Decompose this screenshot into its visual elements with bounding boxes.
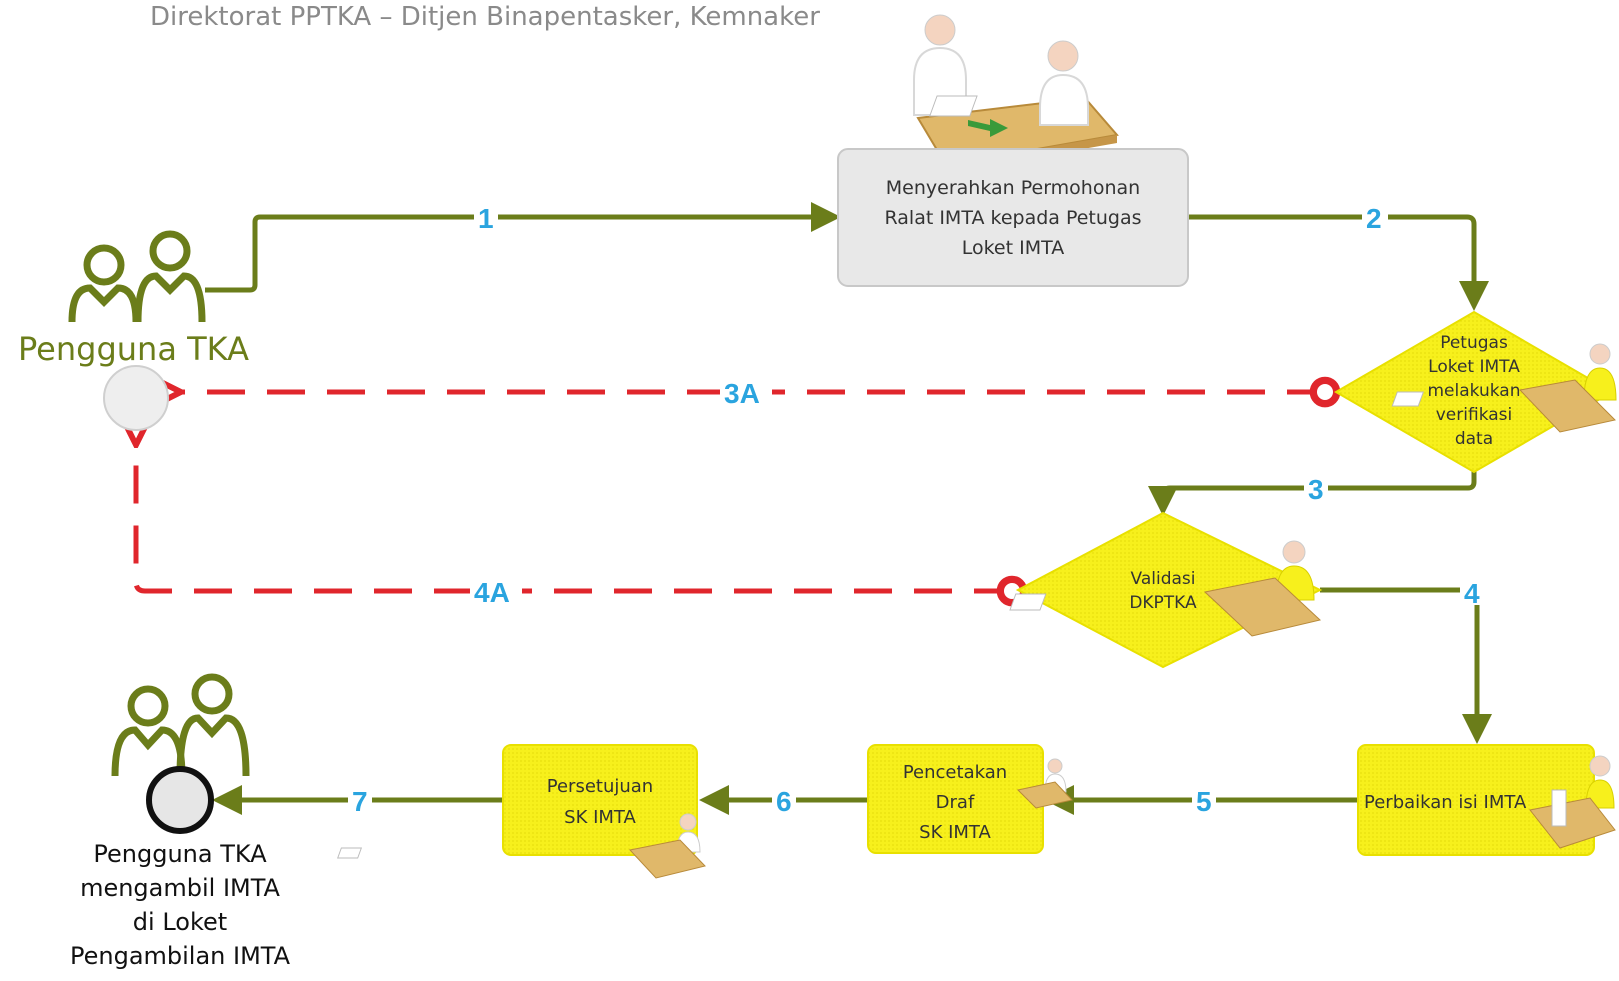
verify-text-line-2: Loket IMTA [1428, 357, 1520, 377]
flow-number-3: 3 [1308, 474, 1324, 505]
start-actor-label: Pengguna TKA [18, 330, 249, 368]
verify-text-line-4: verifikasi [1436, 405, 1512, 425]
approve-text-line-2: SK IMTA [564, 807, 636, 828]
submit-text-line-2: Ralat IMTA kepada Petugas [884, 207, 1141, 229]
validate-text-line-1: Validasi [1131, 569, 1196, 589]
end-event-icon [146, 766, 214, 834]
end-caption-line-1: Pengguna TKA [93, 840, 267, 868]
verify-text-line-3: melakukan [1428, 381, 1521, 401]
flow-number-4: 4 [1464, 578, 1480, 609]
desk-worker-icon [1016, 758, 1073, 809]
validate-text-line-2: DKPTKA [1129, 593, 1197, 613]
flow-line-1 [205, 202, 841, 293]
submit-text-line-3: Loket IMTA [962, 237, 1065, 259]
flow-number-6: 6 [776, 786, 792, 817]
print-text-line-2: Draf [936, 792, 975, 813]
submit-text-line-1: Menyerahkan Permohonan [886, 177, 1140, 199]
step-diamond-verify [1334, 310, 1614, 474]
print-text-line-1: Pencetakan [903, 762, 1007, 783]
flow-number-2: 2 [1366, 203, 1382, 234]
flow-number-7: 7 [352, 786, 368, 817]
end-caption-line-2: mengambil IMTA [80, 874, 280, 902]
flow-number-3a: 3A [724, 378, 760, 409]
desk-worker-icon [337, 813, 706, 879]
end-caption-line-3: di Loket [133, 908, 227, 936]
flow-line-2 [1188, 214, 1489, 311]
start-event-icon [103, 365, 169, 431]
step-diamond-validate [1015, 511, 1323, 669]
people-group-icon [111, 673, 250, 777]
flow-line-4 [1320, 587, 1492, 744]
verify-text-line-5: data [1455, 429, 1493, 449]
step-box-approve [502, 744, 698, 856]
desk-worker-icon [1391, 343, 1617, 433]
verify-text-line-1: Petugas [1440, 333, 1508, 353]
print-text-line-3: SK IMTA [919, 822, 991, 843]
reject-line-4a [136, 442, 1012, 591]
flow-number-5: 5 [1196, 786, 1212, 817]
end-caption-line-4: Pengambilan IMTA [70, 942, 291, 970]
flow-numbers: 1 2 3 3A 4 4A 5 6 7 [348, 203, 1484, 817]
people-group-icon [68, 230, 206, 323]
desk-worker-icon [1529, 755, 1616, 849]
step-box-submit [837, 148, 1189, 287]
header-title: Direktorat PPTKA – Ditjen Binapentasker,… [150, 2, 820, 32]
desk-worker-icon [1009, 540, 1322, 637]
fix-text-line-1: Perbaikan isi IMTA [1364, 792, 1527, 813]
flow-number-1: 1 [478, 203, 494, 234]
approve-text-line-1: Persetujuan [547, 776, 653, 797]
flow-number-4a: 4A [474, 577, 510, 608]
